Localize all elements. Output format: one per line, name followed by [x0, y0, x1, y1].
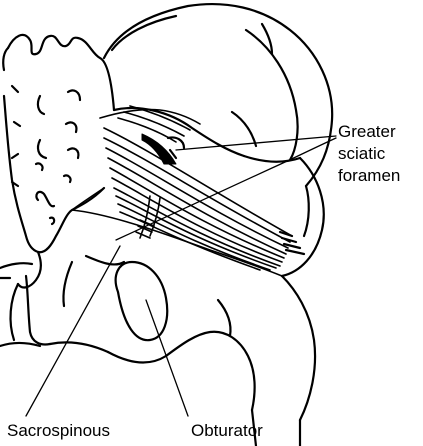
- ischium-pubis: [0, 252, 300, 446]
- sacrum: [3, 35, 114, 252]
- greater-sciatic-foramen-label: Greater sciatic foramen: [338, 121, 400, 187]
- sacrospinous-label: Sacrospinous: [7, 420, 110, 442]
- leader-lines: [26, 136, 336, 416]
- leader-greater-upper: [176, 136, 336, 150]
- label-line-3: foramen: [338, 165, 400, 187]
- ilium: [104, 4, 332, 186]
- label-line-1: Greater: [338, 121, 400, 143]
- label-line-2: sciatic: [338, 143, 400, 165]
- acetabulum: [280, 158, 324, 420]
- obturator-label: Obturator: [191, 420, 263, 442]
- ligament-fibers: [72, 106, 292, 276]
